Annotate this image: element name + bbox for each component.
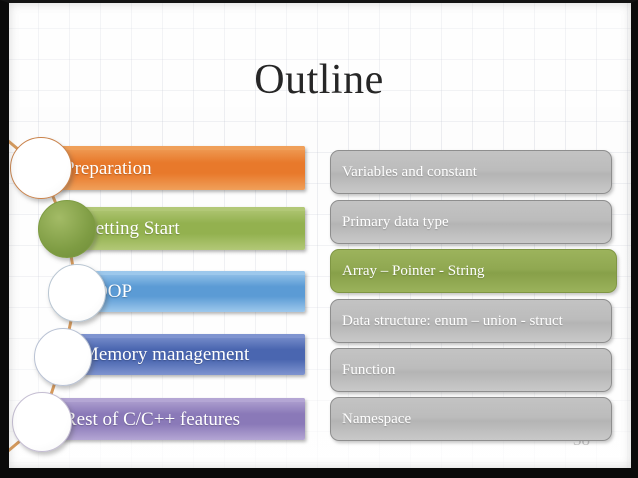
- outline-topic-label: Variables and constant: [342, 163, 477, 180]
- outline-stage-bar[interactable]: Rest of C/C++ features: [55, 398, 305, 440]
- outline-topic-label: Data structure: enum – union - struct: [342, 312, 563, 329]
- outline-topic-label: Namespace: [342, 410, 412, 427]
- outline-stage-label: Memory management: [82, 344, 250, 365]
- outline-stage-circle[interactable]: [10, 137, 72, 199]
- outline-stage-label: Rest of C/C++ features: [64, 408, 241, 430]
- outline-topic-label: Function: [342, 361, 396, 378]
- outline-stage-bar[interactable]: OOP: [90, 271, 305, 312]
- outline-topic-item[interactable]: Namespace: [330, 397, 612, 441]
- outline-stage-label: Preparation: [64, 157, 152, 179]
- stage-bar-highlight-cap: [90, 271, 305, 275]
- stage-bar-highlight-cap: [78, 334, 305, 338]
- outline-topic-label: Primary data type: [342, 213, 449, 230]
- outline-topic-item[interactable]: Primary data type: [330, 200, 612, 244]
- outline-stage-circle[interactable]: [34, 328, 92, 386]
- page-title: Outline: [254, 57, 384, 103]
- outline-stage-bar[interactable]: Memory management: [78, 334, 305, 375]
- outline-stage-circle[interactable]: [38, 200, 96, 258]
- outline-stage-bar[interactable]: Preparation: [55, 146, 305, 190]
- outline-stage-circle[interactable]: [12, 392, 72, 452]
- stage-bar-highlight-cap: [55, 398, 305, 402]
- outline-stage-bar[interactable]: Getting Start: [78, 207, 305, 250]
- outline-topic-item[interactable]: Variables and constant: [330, 150, 612, 194]
- outline-topic-item-selected[interactable]: Array – Pointer - String: [330, 249, 617, 293]
- outline-stage-label: Getting Start: [82, 218, 180, 239]
- stage-bar-highlight-cap: [78, 207, 305, 211]
- stage-bar-highlight-cap: [55, 146, 305, 150]
- outline-topic-label: Array – Pointer - String: [342, 262, 485, 279]
- outline-topic-item[interactable]: Function: [330, 348, 612, 392]
- outline-topic-item[interactable]: Data structure: enum – union - struct: [330, 299, 612, 343]
- outline-stage-circle[interactable]: [48, 264, 106, 322]
